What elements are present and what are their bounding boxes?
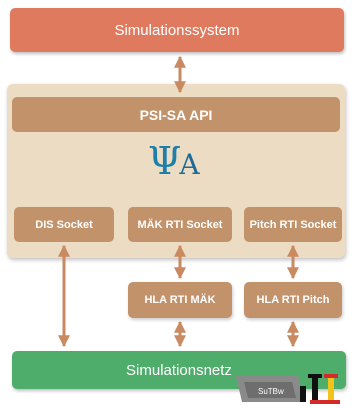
sutbw-logo: SuTBw [236,374,340,404]
dis-socket-label: DIS Socket [35,218,93,231]
psi-symbol: Ψ [148,139,182,183]
pitch-rti-socket-box: Pitch RTI Socket [244,207,342,242]
hla-rti-pitch-label: HLA RTI Pitch [256,294,330,306]
hla-rti-maek-box: HLA RTI MÄK [128,282,232,318]
simulationssystem-box: Simulationssystem [10,8,344,52]
dis-socket-box: DIS Socket [14,207,114,242]
simulationssystem-label: Simulationssystem [114,21,240,39]
simulationsnetz-label: Simulationsnetz [126,361,232,379]
hla-rti-maek-label: HLA RTI MÄK [144,294,216,306]
pitch-rti-socket-label: Pitch RTI Socket [249,218,337,231]
maek-rti-socket-box: MÄK RTI Socket [128,207,232,242]
sutbw-logo-label: SuTBw [258,387,284,396]
logo-letter-a: A [179,148,200,181]
psi-sa-api-label: PSI-SA API [139,106,213,123]
psi-sa-logo: Ψ A [148,140,200,180]
psi-sa-api-box: PSI-SA API [12,97,340,132]
hla-rti-pitch-box: HLA RTI Pitch [244,282,342,318]
maek-rti-socket-label: MÄK RTI Socket [137,218,223,231]
